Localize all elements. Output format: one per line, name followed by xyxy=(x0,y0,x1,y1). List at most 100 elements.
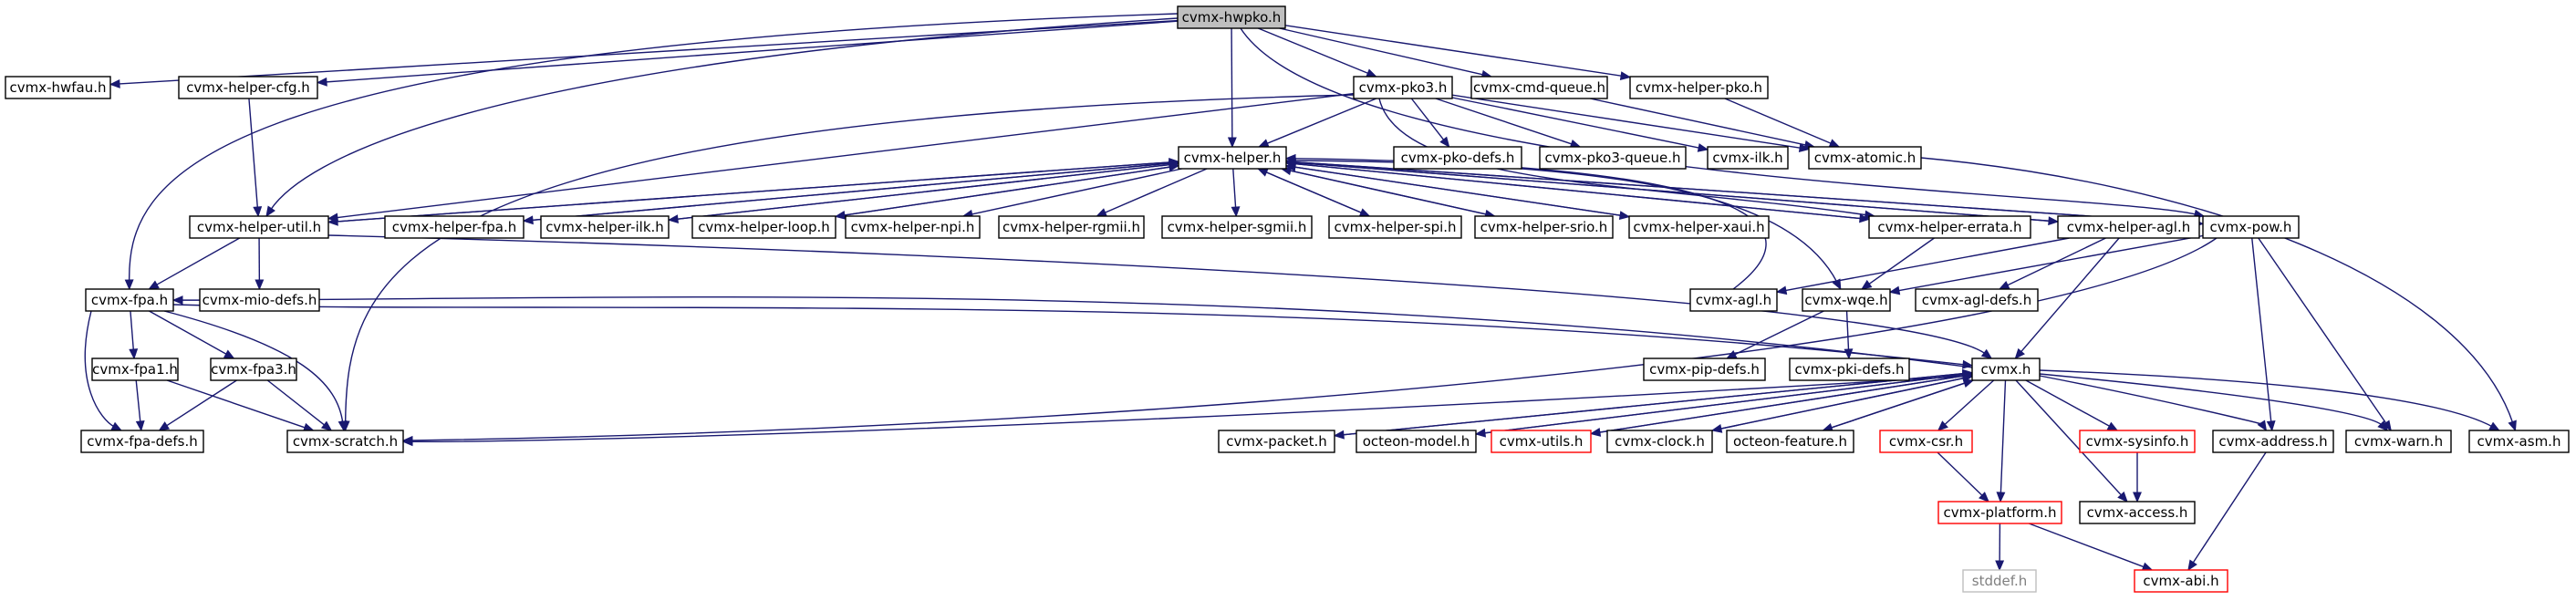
node-cvmx-box[interactable] xyxy=(1971,357,2041,381)
node-agldefs-box[interactable] xyxy=(1915,288,2039,312)
node-pko3queue[interactable]: cvmx-pko3-queue.h xyxy=(1539,146,1687,170)
node-helperpko[interactable]: cvmx-helper-pko.h xyxy=(1629,76,1769,99)
node-pko3-box[interactable] xyxy=(1353,76,1453,99)
node-access-box[interactable] xyxy=(2079,501,2196,524)
node-stddef-box[interactable] xyxy=(1962,569,2037,593)
node-ilk-box[interactable] xyxy=(1707,146,1789,170)
node-helpernpi-box[interactable] xyxy=(845,215,981,239)
node-helpercfg-box[interactable] xyxy=(178,76,318,99)
node-helperfpa[interactable]: cvmx-helper-fpa.h xyxy=(384,215,525,239)
node-atomic[interactable]: cvmx-atomic.h xyxy=(1808,146,1922,170)
node-scratch[interactable]: cvmx-scratch.h xyxy=(286,430,404,453)
node-platform[interactable]: cvmx-platform.h xyxy=(1937,501,2062,524)
node-helperpko-box[interactable] xyxy=(1629,76,1769,99)
node-helperspi[interactable]: cvmx-helper-spi.h xyxy=(1328,215,1462,239)
node-miodefs-box[interactable] xyxy=(199,288,320,312)
node-utils-box[interactable] xyxy=(1491,430,1592,453)
node-csr-box[interactable] xyxy=(1879,430,1973,453)
node-helperloop[interactable]: cvmx-helper-loop.h xyxy=(691,215,836,239)
node-fpadefs-box[interactable] xyxy=(80,430,204,453)
node-clock-box[interactable] xyxy=(1606,430,1713,453)
node-sysinfo-box[interactable] xyxy=(2079,430,2196,453)
node-asm[interactable]: cvmx-asm.h xyxy=(2468,430,2570,453)
node-pkidefs-box[interactable] xyxy=(1789,357,1910,381)
node-warn[interactable]: cvmx-warn.h xyxy=(2345,430,2452,453)
node-asm-box[interactable] xyxy=(2468,430,2570,453)
node-helperilk-box[interactable] xyxy=(540,215,670,239)
node-agl[interactable]: cvmx-agl.h xyxy=(1689,288,1778,312)
node-helperutil-box[interactable] xyxy=(189,215,329,239)
node-platform-box[interactable] xyxy=(1937,501,2062,524)
node-fpa[interactable]: cvmx-fpa.h xyxy=(85,288,174,312)
node-fpadefs[interactable]: cvmx-fpa-defs.h xyxy=(80,430,204,453)
node-clock[interactable]: cvmx-clock.h xyxy=(1606,430,1713,453)
node-helpersrio[interactable]: cvmx-helper-srio.h xyxy=(1474,215,1614,239)
node-wqe-box[interactable] xyxy=(1802,288,1891,312)
node-helperagl[interactable]: cvmx-helper-agl.h xyxy=(2057,215,2200,239)
node-pow-box[interactable] xyxy=(2202,215,2300,239)
node-wqe[interactable]: cvmx-wqe.h xyxy=(1802,288,1891,312)
node-helperrgmii-box[interactable] xyxy=(998,215,1145,239)
node-octeonfeature-box[interactable] xyxy=(1726,430,1854,453)
node-address-box[interactable] xyxy=(2212,430,2334,453)
node-pkodefs-box[interactable] xyxy=(1393,146,1522,170)
node-cmdqueue-box[interactable] xyxy=(1470,76,1608,99)
node-helperxaui[interactable]: cvmx-helper-xaui.h xyxy=(1628,215,1770,239)
node-helpercfg[interactable]: cvmx-helper-cfg.h xyxy=(178,76,318,99)
node-fpa3-box[interactable] xyxy=(210,357,297,381)
node-helper[interactable]: cvmx-helper.h xyxy=(1178,146,1287,170)
node-fpa1-box[interactable] xyxy=(91,357,179,381)
node-packet[interactable]: cvmx-packet.h xyxy=(1218,430,1335,453)
node-abi[interactable]: cvmx-abi.h xyxy=(2134,569,2228,593)
node-helperrgmii[interactable]: cvmx-helper-rgmii.h xyxy=(998,215,1145,239)
node-hwfau[interactable]: cvmx-hwfau.h xyxy=(5,76,111,99)
node-fpa3[interactable]: cvmx-fpa3.h xyxy=(210,357,297,381)
node-octeonmodel-box[interactable] xyxy=(1356,430,1477,453)
node-helpersrio-box[interactable] xyxy=(1474,215,1614,239)
node-stddef[interactable]: stddef.h xyxy=(1962,569,2037,593)
node-helperloop-box[interactable] xyxy=(691,215,836,239)
node-pkodefs[interactable]: cvmx-pko-defs.h xyxy=(1393,146,1522,170)
node-csr[interactable]: cvmx-csr.h xyxy=(1879,430,1973,453)
node-helpererrata[interactable]: cvmx-helper-errata.h xyxy=(1868,215,2031,239)
node-sysinfo[interactable]: cvmx-sysinfo.h xyxy=(2079,430,2196,453)
node-hwpko[interactable]: cvmx-hwpko.h xyxy=(1177,5,1286,29)
node-miodefs[interactable]: cvmx-mio-defs.h xyxy=(199,288,320,312)
node-helperagl-box[interactable] xyxy=(2057,215,2200,239)
node-pkidefs[interactable]: cvmx-pki-defs.h xyxy=(1789,357,1910,381)
node-helperfpa-box[interactable] xyxy=(384,215,525,239)
node-hwpko-box[interactable] xyxy=(1177,5,1286,29)
node-atomic-box[interactable] xyxy=(1808,146,1922,170)
node-pko3queue-box[interactable] xyxy=(1539,146,1687,170)
node-helperspi-box[interactable] xyxy=(1328,215,1462,239)
node-pow[interactable]: cvmx-pow.h xyxy=(2202,215,2300,239)
node-access[interactable]: cvmx-access.h xyxy=(2079,501,2196,524)
node-ilk[interactable]: cvmx-ilk.h xyxy=(1707,146,1789,170)
node-octeonfeature[interactable]: octeon-feature.h xyxy=(1726,430,1854,453)
node-cmdqueue[interactable]: cvmx-cmd-queue.h xyxy=(1470,76,1608,99)
node-helperilk[interactable]: cvmx-helper-ilk.h xyxy=(540,215,670,239)
node-address[interactable]: cvmx-address.h xyxy=(2212,430,2334,453)
node-packet-box[interactable] xyxy=(1218,430,1335,453)
node-octeonmodel[interactable]: octeon-model.h xyxy=(1356,430,1477,453)
node-cvmx[interactable]: cvmx.h xyxy=(1971,357,2041,381)
node-abi-box[interactable] xyxy=(2134,569,2228,593)
node-helpersgmii-box[interactable] xyxy=(1161,215,1313,239)
node-utils[interactable]: cvmx-utils.h xyxy=(1491,430,1592,453)
node-fpa1[interactable]: cvmx-fpa1.h xyxy=(91,357,179,381)
node-helpernpi[interactable]: cvmx-helper-npi.h xyxy=(845,215,981,239)
node-hwfau-box[interactable] xyxy=(5,76,111,99)
node-scratch-box[interactable] xyxy=(286,430,404,453)
node-warn-box[interactable] xyxy=(2345,430,2452,453)
node-pko3[interactable]: cvmx-pko3.h xyxy=(1353,76,1453,99)
node-helpererrata-box[interactable] xyxy=(1868,215,2031,239)
node-helpersgmii[interactable]: cvmx-helper-sgmii.h xyxy=(1161,215,1313,239)
node-pipdefs[interactable]: cvmx-pip-defs.h xyxy=(1643,357,1766,381)
node-agl-box[interactable] xyxy=(1689,288,1778,312)
node-helper-box[interactable] xyxy=(1178,146,1287,170)
node-helperutil[interactable]: cvmx-helper-util.h xyxy=(189,215,329,239)
node-fpa-box[interactable] xyxy=(85,288,174,312)
node-pipdefs-box[interactable] xyxy=(1643,357,1766,381)
node-agldefs[interactable]: cvmx-agl-defs.h xyxy=(1915,288,2039,312)
node-helperxaui-box[interactable] xyxy=(1628,215,1770,239)
